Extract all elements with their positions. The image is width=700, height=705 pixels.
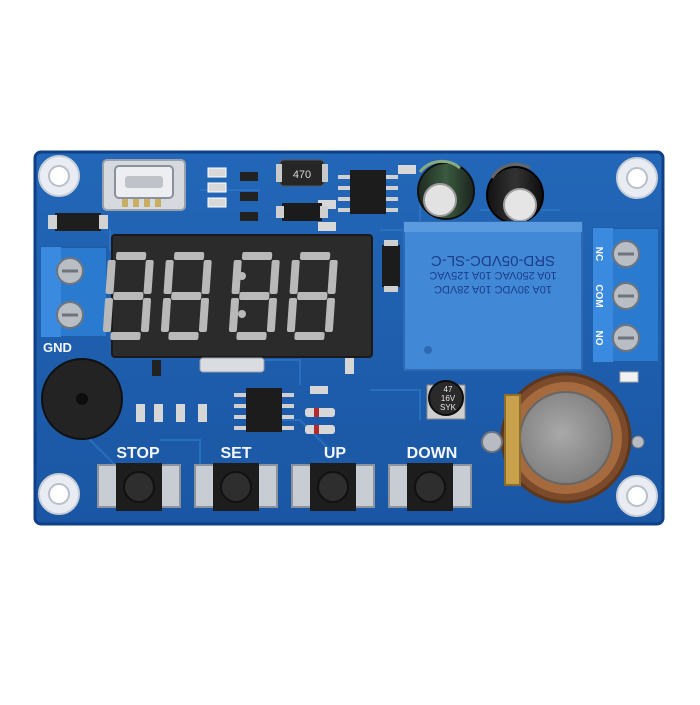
digit-3-segment-3: [236, 332, 267, 340]
relay-rating-1: 10A 250VAC 10A 125VAC: [429, 269, 556, 281]
digit-3-segment-5: [269, 260, 280, 294]
mounting-hole-bottom-left: [38, 473, 80, 515]
capacitor-marking-2: 16V: [441, 394, 456, 403]
smd-diode-vertical: [382, 240, 400, 292]
smd-capacitor: 47 16V SYK: [426, 380, 466, 420]
seven-segment-display: [102, 234, 373, 358]
colon-dot-top: [238, 272, 246, 280]
gnd-label: GND: [43, 340, 72, 355]
smd-diode-left: [48, 213, 108, 231]
display-digits: [102, 252, 338, 340]
digit-4-segment-6: [286, 298, 298, 332]
digit-1-segment-1: [115, 252, 147, 260]
digit-4-segment-3: [294, 332, 325, 340]
smd-diode-top: [276, 203, 328, 221]
colon-dot-bottom: [238, 310, 246, 318]
mounting-hole-top-left: [38, 155, 80, 197]
digit-1-segment-7: [140, 298, 152, 332]
digit-3-segment-2: [239, 292, 270, 300]
relay-rating-2: 10A 30VDC 10A 28VDC: [434, 283, 552, 295]
down-button[interactable]: [388, 463, 472, 511]
digit-1-segment-3: [110, 332, 141, 340]
relay-model: SRD-05VDC-SL-C: [431, 252, 555, 269]
digit-3-segment-6: [228, 298, 240, 332]
coin-battery-holder: [481, 372, 645, 504]
no-label: NO: [593, 331, 604, 346]
glass-diodes: [305, 408, 335, 434]
digit-4-segment-4: [289, 260, 300, 294]
inductor-marking: 470: [293, 169, 311, 181]
set-button[interactable]: [194, 463, 278, 511]
digit-4-segment-2: [297, 292, 328, 300]
digit-1-segment-2: [113, 292, 144, 300]
screw-terminal-right: [592, 227, 660, 363]
ic-chip-middle: [234, 388, 294, 432]
digit-1-segment-5: [143, 260, 154, 294]
digit-4-segment-5: [327, 260, 338, 294]
digit-3-segment-7: [266, 298, 278, 332]
up-label: UP: [324, 445, 347, 462]
digit-2-segment-7: [198, 298, 210, 332]
smd-components-top: [207, 165, 416, 231]
buzzer: [41, 358, 123, 440]
com-label: COM: [593, 284, 604, 307]
digit-2-segment-2: [171, 292, 202, 300]
down-label: DOWN: [407, 445, 458, 462]
smd-components-middle: [136, 358, 354, 422]
digit-1-segment-4: [105, 260, 116, 294]
capacitor-marking-1: 47: [444, 385, 453, 394]
screw-terminal-left: [40, 246, 108, 338]
digit-2-segment-4: [163, 260, 174, 294]
inductor: 470: [276, 159, 328, 187]
up-button[interactable]: [291, 463, 375, 511]
electrolytic-capacitor-green: [417, 159, 475, 220]
set-label: SET: [220, 445, 251, 462]
digit-2-segment-5: [201, 260, 212, 294]
digit-2-segment-3: [168, 332, 199, 340]
capacitor-marking-3: SYK: [440, 403, 457, 412]
smd-led: [619, 371, 639, 383]
mounting-hole-bottom-right: [616, 475, 658, 517]
electrolytic-capacitor-black: [486, 162, 544, 224]
digit-1-segment-6: [102, 298, 114, 332]
digit-2-segment-6: [160, 298, 172, 332]
digit-3-segment-4: [231, 260, 242, 294]
digit-4-segment-1: [299, 252, 331, 260]
relay: SRD-05VDC-SL-C 10A 250VAC 10A 125VAC 10A…: [403, 221, 583, 371]
nc-label: NC: [593, 247, 604, 261]
stop-label: STOP: [116, 445, 160, 462]
crystal-oscillator: [199, 357, 265, 373]
digit-2-segment-1: [173, 252, 205, 260]
mounting-hole-top-right: [616, 157, 658, 199]
stop-button[interactable]: [97, 463, 181, 511]
ic-chip-top: [338, 170, 398, 214]
digit-3-segment-1: [241, 252, 273, 260]
digit-4-segment-7: [324, 298, 336, 332]
micro-usb-port: [102, 159, 186, 211]
